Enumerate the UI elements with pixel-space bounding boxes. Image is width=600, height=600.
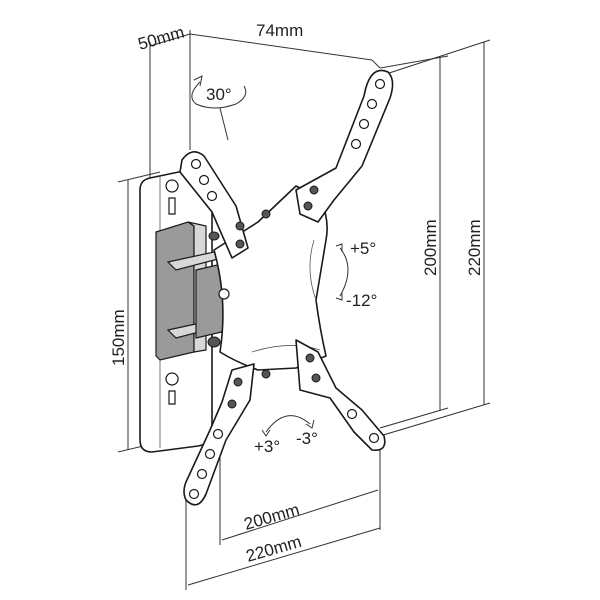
keyhole-slot-top (165, 179, 179, 215)
swivel-angle-label: 30° (206, 85, 232, 104)
tilt-arrow-icon (339, 247, 349, 297)
vesa-width-outer-label: 220mm (244, 532, 304, 566)
vesa-width-inner-label: 200mm (242, 500, 302, 534)
roll-plus-label: +3° (254, 437, 280, 456)
rotation-arrows (191, 75, 349, 437)
top-width-label: 74mm (256, 21, 303, 40)
tilt-down-label: -12° (346, 291, 377, 310)
vesa-height-inner-label: 200mm (421, 219, 440, 276)
hinge-arm (155, 221, 231, 361)
roll-arrow-icon (265, 415, 311, 433)
depth-label: 50mm (136, 23, 187, 54)
vesa-arm-bottom-left (183, 363, 255, 506)
dimension-lines (117, 30, 491, 590)
plate-height-label: 150mm (109, 309, 128, 366)
swivel-arrow-icon (191, 81, 247, 109)
vesa-height-outer-label: 220mm (465, 219, 484, 276)
keyhole-slot-bottom (165, 372, 179, 405)
roll-minus-label: -3° (296, 429, 318, 448)
angle-labels: 30° +5° -12° +3° -3° (206, 85, 377, 456)
vesa-arm-bottom-right (261, 339, 386, 452)
tilt-plate (213, 185, 328, 371)
vesa-arm-top-left (179, 151, 249, 259)
vesa-arm-top-right (261, 69, 394, 223)
tilt-up-label: +5° (350, 239, 376, 258)
